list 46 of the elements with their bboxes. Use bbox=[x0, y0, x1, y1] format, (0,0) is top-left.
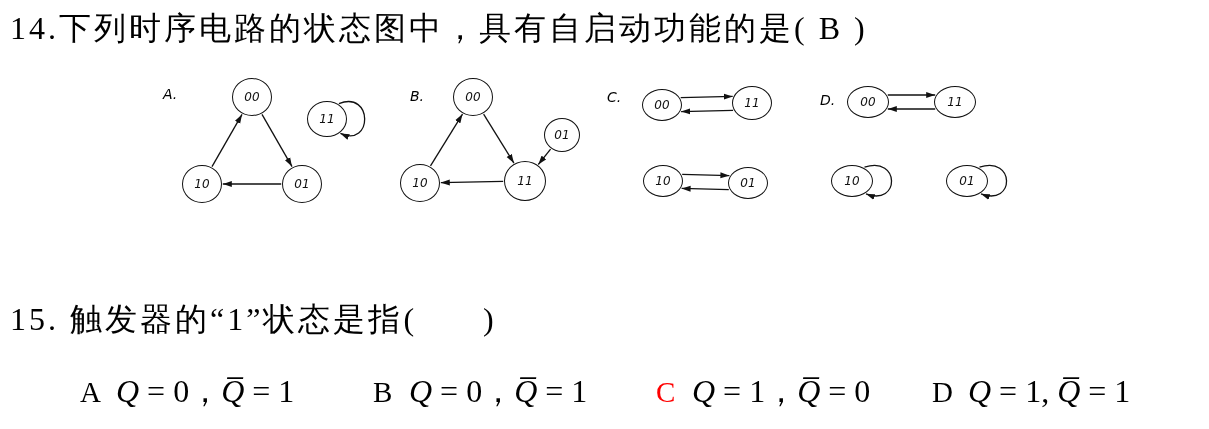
arrow bbox=[211, 113, 243, 168]
formula: Q = 0，Q̅ = 1 bbox=[409, 373, 588, 410]
question-text: 14.下列时序电路的状态图中，具有自启动功能的是( B ) bbox=[10, 10, 868, 47]
state-circle: 11 bbox=[504, 161, 546, 201]
state-circle: 11 bbox=[934, 86, 976, 118]
state-circle: 11 bbox=[732, 86, 772, 120]
arrow bbox=[887, 106, 936, 112]
question-text: 15. 触发器的“1”状态是指( ) bbox=[10, 301, 497, 338]
state-circle: 10 bbox=[643, 165, 683, 197]
option-label: A. bbox=[163, 86, 178, 103]
self-loop-arrow bbox=[978, 164, 1008, 199]
arrow bbox=[482, 113, 515, 164]
state-circle: 00 bbox=[232, 78, 272, 116]
self-loop-arrow bbox=[338, 101, 366, 139]
formula: Q = 1, Q̅ = 1 bbox=[968, 373, 1131, 410]
state-circle: 11 bbox=[307, 101, 347, 137]
option-letter: A bbox=[80, 376, 101, 410]
option-label: B. bbox=[410, 88, 425, 105]
arrow bbox=[680, 108, 734, 115]
state-circle: 10 bbox=[182, 165, 222, 203]
option-letter: B bbox=[373, 376, 393, 410]
arrow bbox=[261, 113, 293, 168]
option-label: D. bbox=[820, 92, 836, 109]
state-circle: 01 bbox=[282, 165, 322, 203]
state-circle: 10 bbox=[400, 164, 440, 202]
state-circle: 01 bbox=[728, 167, 768, 199]
self-loop-arrow bbox=[863, 164, 893, 199]
option-label: C. bbox=[607, 89, 622, 106]
state-circle: 01 bbox=[946, 165, 988, 197]
arrow bbox=[680, 93, 734, 100]
state-circle: 10 bbox=[831, 165, 873, 197]
arrow bbox=[681, 172, 731, 179]
state-circle: 00 bbox=[453, 78, 493, 116]
formula: Q = 1，Q̅ = 0 bbox=[692, 373, 871, 410]
formula: Q = 0，Q̅ = 1 bbox=[116, 373, 295, 410]
arrow bbox=[887, 92, 936, 98]
state-circle: 01 bbox=[544, 118, 580, 152]
option-letter: D bbox=[932, 376, 953, 410]
arrow bbox=[222, 181, 282, 187]
arrow bbox=[537, 148, 552, 166]
option-letter: C bbox=[656, 376, 676, 410]
arrow bbox=[429, 113, 464, 167]
arrow bbox=[680, 185, 730, 192]
arrow bbox=[440, 179, 504, 186]
state-circle: 00 bbox=[847, 86, 889, 118]
state-circle: 00 bbox=[642, 89, 682, 121]
